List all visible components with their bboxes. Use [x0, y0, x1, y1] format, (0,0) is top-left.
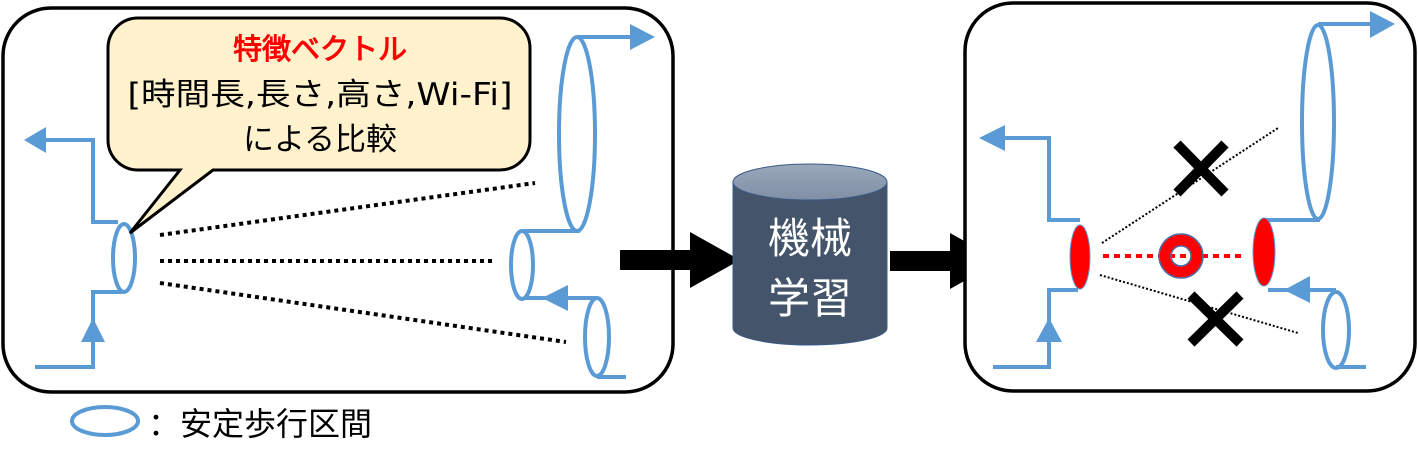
- comparison-lines: [159, 181, 567, 344]
- arrow-right-icon: [630, 24, 655, 50]
- walk-path-candidates: [509, 24, 655, 379]
- legend-label: ：安定歩行区間: [148, 405, 372, 443]
- walk-path-left: [979, 125, 1091, 369]
- machine-learning-database: 機械 学習: [732, 163, 888, 346]
- mismatch-cross-icon: [1187, 291, 1244, 347]
- matched-segment-ellipse: [1252, 217, 1276, 287]
- match-circle-icon: [1158, 233, 1204, 279]
- legend: ：安定歩行区間: [70, 405, 372, 443]
- arrow-left-icon: [542, 285, 568, 311]
- left-panel: 特徴ベクトル [時間長,長さ,高さ,Wi-Fi] による比較: [1, 6, 675, 394]
- feature-vector-callout: 特徴ベクトル [時間長,長さ,高さ,Wi-Fi] による比較: [106, 16, 532, 235]
- matched-segment-ellipse: [1069, 224, 1091, 290]
- callout-title: 特徴ベクトル: [233, 32, 407, 66]
- right-panel: [963, 1, 1417, 393]
- arrow-up-icon: [81, 318, 105, 342]
- arrow-right-icon: [1370, 11, 1395, 38]
- arrow-left-icon: [979, 125, 1005, 151]
- arrow-left-icon: [24, 127, 46, 153]
- database-label-line1: 機械: [768, 214, 852, 263]
- arrow-up-icon: [1036, 318, 1062, 342]
- flow-arrow-1: [620, 232, 740, 288]
- database-icon: [732, 163, 888, 201]
- arrow-left-icon: [1284, 276, 1310, 303]
- stable-segment-ellipse: [111, 222, 137, 294]
- legend-ellipse-icon: [70, 405, 140, 437]
- callout-caption: による比較: [243, 122, 397, 158]
- database-label-line2: 学習: [768, 274, 852, 323]
- walk-path-candidates: [1252, 11, 1395, 370]
- stable-segment-ellipse: [509, 229, 535, 301]
- mismatch-cross-icon: [1173, 140, 1229, 197]
- walk-path-left: [24, 127, 137, 369]
- callout-feature-list: [時間長,長さ,高さ,Wi-Fi]: [128, 77, 513, 113]
